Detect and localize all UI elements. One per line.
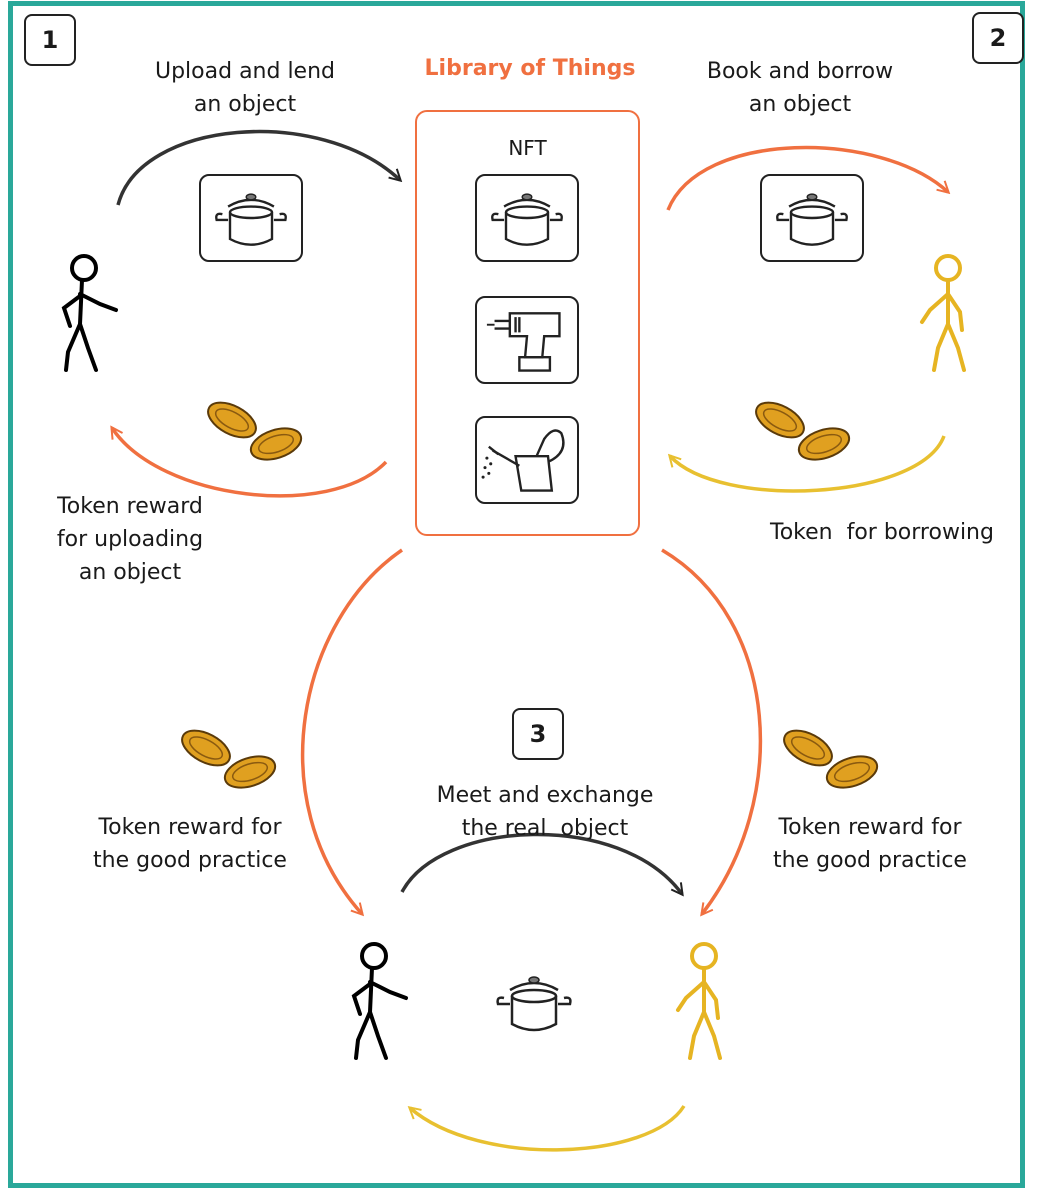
exchange-arrow	[400, 832, 682, 894]
book-borrow-label: Book and borrow an object	[685, 55, 915, 121]
lender-figure-top	[52, 252, 124, 376]
step-1-badge: 1	[24, 14, 76, 66]
reward-left-line-2: the good practice	[93, 848, 287, 873]
borrower-figure-bottom	[668, 940, 740, 1064]
pot-icon	[496, 976, 572, 1032]
borrower-figure-icon	[920, 254, 966, 372]
meet-line-1: Meet and exchange	[436, 783, 654, 808]
diagram-frame	[8, 1, 1025, 1188]
library-box	[415, 110, 640, 536]
drill-icon	[486, 312, 561, 372]
nft-drill-tile	[475, 296, 579, 384]
meet-exchange-label: Meet and exchange the real object	[420, 779, 670, 845]
pot-icon	[491, 193, 563, 246]
coins-reward-right	[776, 726, 888, 796]
coins-upload	[200, 398, 312, 468]
book-borrow-line-1: Book and borrow	[706, 59, 894, 84]
coins-icon	[783, 729, 879, 789]
upload-pot-tile	[199, 174, 303, 262]
reward-right-label: Token reward for the good practice	[750, 811, 990, 877]
borrower-figure-top	[912, 252, 984, 376]
token-borrow-line-1: Token for borrowing	[770, 520, 994, 545]
borrow-arrow	[666, 145, 948, 211]
book-borrow-line-2: an object	[748, 92, 852, 117]
lender-figure-icon	[351, 942, 408, 1060]
coins-icon	[207, 401, 303, 461]
pot-icon	[215, 193, 287, 246]
reward-right-arrow	[661, 548, 763, 914]
reward-upload-arrow	[112, 428, 388, 498]
coins-icon	[755, 401, 851, 461]
library-title: Library of Things	[424, 56, 636, 81]
upload-lend-line-1: Upload and lend	[154, 59, 336, 84]
step-3-badge: 3	[512, 708, 564, 760]
nft-pot-tile	[475, 174, 579, 262]
reward-right-line-1: Token reward for	[778, 815, 962, 840]
coins-icon	[181, 729, 277, 789]
reward-upload-label: Token reward for uploading an object	[30, 490, 230, 589]
reward-upload-line-2: for uploading	[56, 527, 204, 552]
nft-label: NFT	[508, 136, 547, 160]
upload-arrow	[116, 129, 400, 206]
borrower-figure-icon	[676, 942, 722, 1060]
meet-line-2: the real object	[461, 816, 629, 841]
nft-watering-can-tile	[475, 416, 579, 504]
upload-lend-label: Upload and lend an object	[130, 55, 360, 121]
token-borrow-arrow	[670, 435, 946, 493]
token-borrow-label: Token for borrowing	[752, 516, 1012, 549]
step-2-badge: 2	[972, 12, 1024, 64]
borrow-pot-tile	[760, 174, 864, 262]
lender-figure-bottom	[342, 940, 414, 1064]
coins-borrow	[748, 398, 860, 468]
lender-figure-icon	[61, 254, 118, 372]
watering-can-icon	[481, 429, 565, 492]
reward-upload-line-3: an object	[78, 560, 182, 585]
reward-left-label: Token reward for the good practice	[70, 811, 310, 877]
reward-right-line-2: the good practice	[773, 848, 967, 873]
upload-lend-line-2: an object	[193, 92, 297, 117]
reward-upload-line-1: Token reward	[57, 494, 203, 519]
reward-left-line-1: Token reward for	[98, 815, 282, 840]
reward-left-arrow	[300, 548, 403, 914]
pot-icon	[776, 193, 848, 246]
real-pot	[482, 958, 586, 1046]
return-arrow	[410, 1105, 686, 1152]
coins-reward-left	[174, 726, 286, 796]
